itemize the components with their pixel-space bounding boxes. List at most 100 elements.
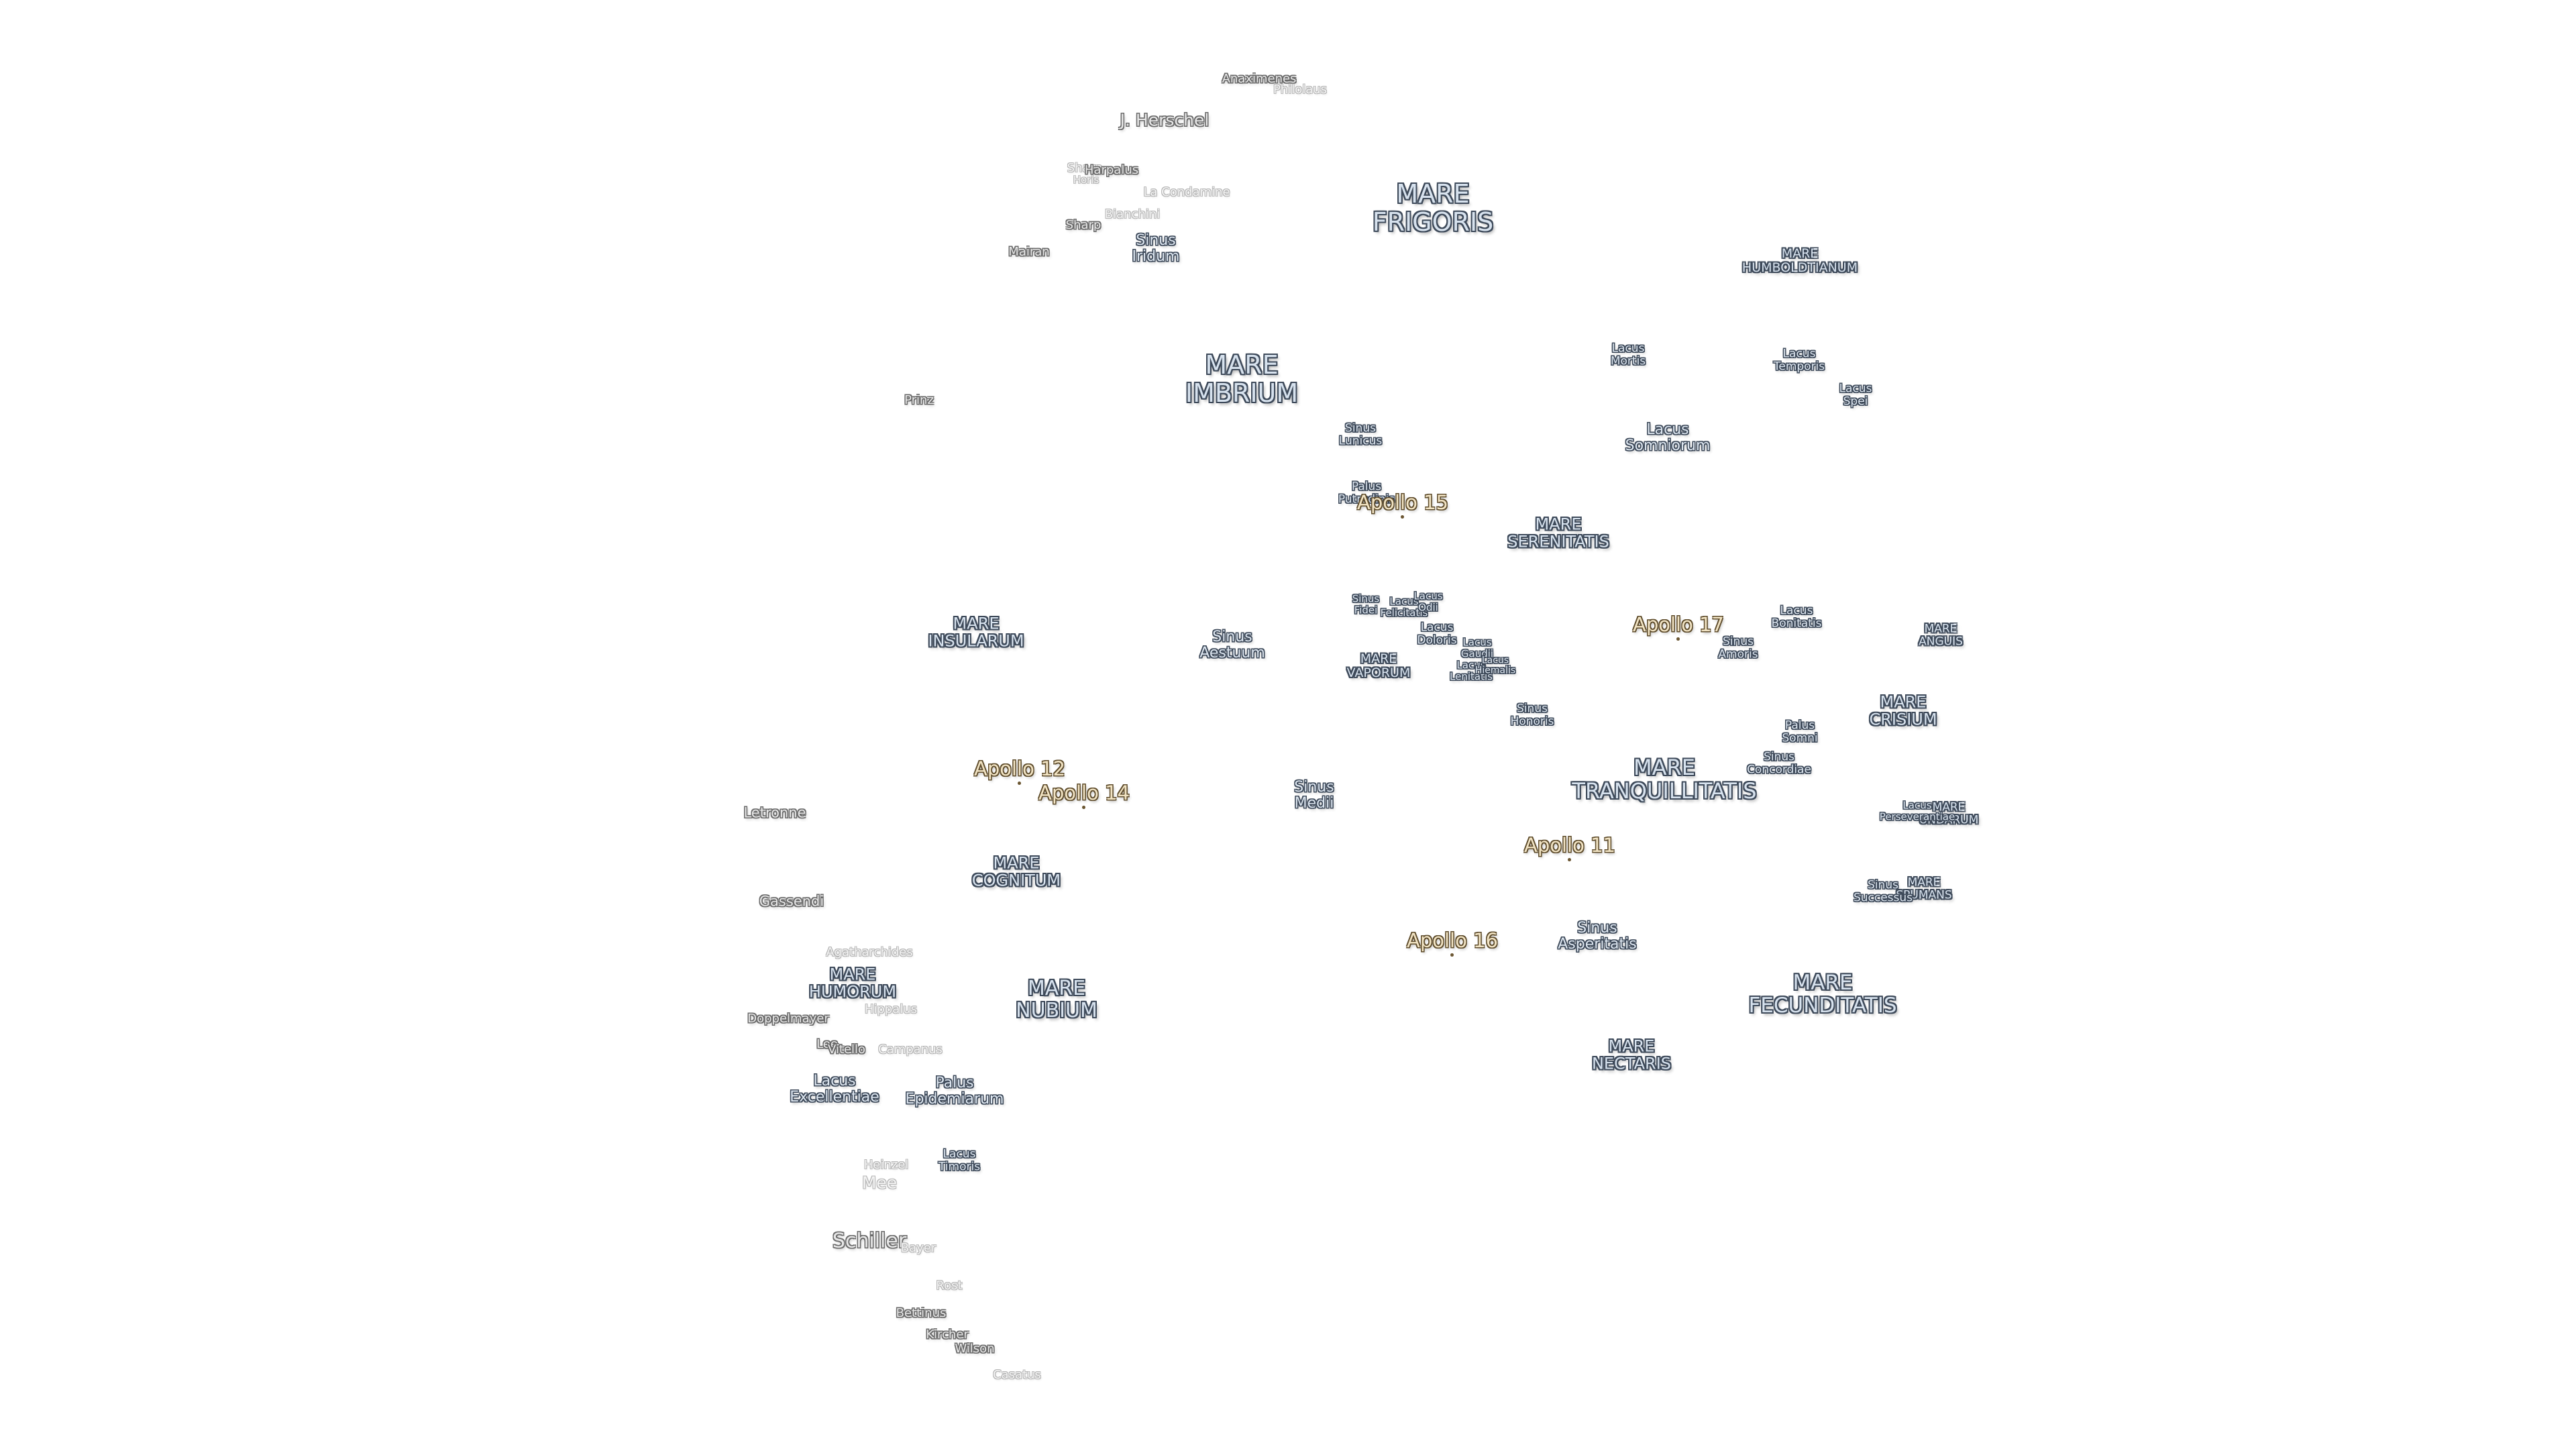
apollo-12-marker[interactable]: Apollo 12	[974, 757, 1065, 785]
crater-la-condamine-label[interactable]: La Condamine	[1143, 186, 1230, 199]
line-2: COGNITUM	[971, 871, 1061, 890]
line-1: MARE	[1880, 692, 1927, 712]
crater-heinzel-label[interactable]: Heinzel	[864, 1159, 909, 1172]
lacus-odii-label[interactable]: Lacus Odii	[1413, 590, 1442, 613]
sinus-lunicus-label[interactable]: Sinus Lunicus	[1339, 422, 1382, 447]
crater-bettinus-label[interactable]: Bettinus	[896, 1307, 947, 1320]
apollo-16-marker[interactable]: Apollo 16	[1407, 930, 1498, 957]
mare-imbrium-label[interactable]: MARE IMBRIUM	[1185, 351, 1298, 408]
crater-mairan-label[interactable]: Mairan	[1008, 246, 1049, 259]
crater-gassendi-label[interactable]: Gassendi	[759, 894, 824, 909]
line-2: HUMBOLDTIANUM	[1741, 260, 1858, 275]
lacus-felicitatis-label[interactable]: Lacus Felicitatis	[1381, 596, 1428, 619]
crater-philolaus-label[interactable]: Philolaus	[1273, 83, 1327, 97]
line-1: MARE	[1360, 651, 1397, 667]
crater-lee-label[interactable]: Lee	[816, 1038, 838, 1051]
palus-somni-label[interactable]: Palus Somni	[1782, 719, 1817, 744]
lacus-spei-label[interactable]: Lacus Spei	[1839, 382, 1872, 407]
apollo-15-marker[interactable]: Apollo 15	[1357, 492, 1448, 519]
lacus-mortis-label[interactable]: Lacus Mortis	[1611, 342, 1646, 367]
sinus-iridum-label[interactable]: Sinus Iridum	[1132, 232, 1180, 265]
crater-hippalus-label[interactable]: Hippalus	[865, 1003, 917, 1016]
mare-anguis-label[interactable]: MARE ANGUIS	[1919, 623, 1963, 647]
sinus-fidei-label[interactable]: Sinus Fidei	[1352, 593, 1380, 616]
mare-fecunditatis-label[interactable]: MARE FECUNDITATIS	[1748, 971, 1896, 1017]
crater-agatharchides-label[interactable]: Agatharchides	[826, 946, 912, 959]
crater-sharp-2-label[interactable]: Sharp	[1066, 219, 1102, 232]
sinus-successus-label[interactable]: Sinus Successus	[1854, 879, 1913, 904]
crater-kircher-label[interactable]: Kircher	[926, 1328, 969, 1342]
crater-prinz-label[interactable]: Prinz	[904, 394, 934, 407]
mare-insularum-label[interactable]: MARE INSULARUM	[928, 614, 1024, 650]
line-2: Odii	[1418, 601, 1438, 613]
crater-rost-label[interactable]: Rost	[936, 1279, 962, 1293]
sinus-honoris-label[interactable]: Sinus Honoris	[1511, 702, 1554, 727]
line-2: NUBIUM	[1016, 999, 1097, 1022]
line-2: SERENITATIS	[1507, 533, 1609, 551]
line-2: Honoris	[1510, 714, 1554, 728]
mare-crisium-label[interactable]: MARE CRISIUM	[1869, 692, 1937, 729]
crater-sharp-1-label[interactable]: Sharp	[1067, 162, 1103, 175]
lacus-somniorum-label[interactable]: Lacus Somniorum	[1625, 421, 1711, 454]
line-2: Successus	[1853, 891, 1913, 904]
lacus-lenitatis-label[interactable]: Lacus Lenitatis	[1450, 659, 1493, 682]
mare-nubium-label[interactable]: MARE NUBIUM	[1016, 977, 1097, 1022]
palus-epidemiarum-label[interactable]: Palus Epidemiarum	[906, 1075, 1004, 1108]
line-2: Concordiae	[1747, 763, 1811, 776]
lacus-gaudii-label[interactable]: Lacus Gaudii	[1461, 637, 1493, 659]
crater-campanus-label[interactable]: Campanus	[878, 1043, 943, 1057]
lacus-doloris-label[interactable]: Lacus Doloris	[1417, 621, 1456, 646]
crater-bianchini-label[interactable]: Bianchini	[1105, 208, 1161, 221]
crater-name: Schiller	[832, 1229, 907, 1253]
line-2: Excellentiae	[790, 1089, 879, 1106]
crater-mee-label[interactable]: Mee	[862, 1173, 897, 1192]
line-2: Aestuum	[1199, 645, 1265, 661]
crater-doppelmayer-label[interactable]: Doppelmayer	[747, 1012, 829, 1026]
sinus-amoris-label[interactable]: Sinus Amoris	[1718, 635, 1758, 660]
mare-tranquillitatis-label[interactable]: MARE TRANQUILLITATIS	[1572, 755, 1757, 804]
sinus-concordiae-label[interactable]: Sinus Concordiae	[1747, 751, 1811, 775]
crater-schiller-label[interactable]: Schiller	[833, 1230, 906, 1252]
mare-cognitum-label[interactable]: MARE COGNITUM	[971, 854, 1061, 890]
sinus-asperitatis-label[interactable]: Sinus Asperitatis	[1558, 920, 1636, 953]
lacus-bonitatis-label[interactable]: Lacus Bonitatis	[1772, 604, 1822, 629]
crater-j-herschel-label[interactable]: J. Herschel	[1120, 111, 1210, 129]
palus-putredinis-label[interactable]: Palus Putredinis	[1338, 480, 1395, 505]
crater-wilson-label[interactable]: Wilson	[955, 1342, 994, 1356]
mare-serenitatis-label[interactable]: MARE SERENITATIS	[1507, 515, 1609, 551]
crater-name: Campanus	[878, 1042, 943, 1057]
crater-letronne-label[interactable]: Letronne	[743, 805, 806, 820]
line-1: Lacus	[1839, 382, 1872, 396]
crater-name: Bianchini	[1104, 207, 1161, 222]
lacus-temporis-label[interactable]: Lacus Temporis	[1774, 347, 1825, 372]
apollo-17-marker[interactable]: Apollo 17	[1633, 614, 1724, 641]
apollo-14-marker[interactable]: Apollo 14	[1038, 782, 1130, 809]
crater-name: Sharp	[1065, 218, 1102, 233]
lacus-hiemalis-label[interactable]: Lacus Hiemalis	[1475, 655, 1515, 677]
crater-horis-label[interactable]: Horis	[1073, 174, 1099, 186]
crater-anaximenes-label[interactable]: Anaximenes	[1222, 72, 1297, 86]
mare-nectaris-label[interactable]: MARE NECTARIS	[1592, 1037, 1671, 1073]
line-2: TRANQUILLITATIS	[1572, 778, 1757, 804]
crater-name: La Condamine	[1143, 185, 1230, 200]
lacus-excellentiae-label[interactable]: Lacus Excellentiae	[790, 1073, 879, 1106]
mare-frigoris-label[interactable]: MARE FRIGORIS	[1373, 180, 1494, 237]
mare-humorum-label[interactable]: MARE HUMORUM	[809, 965, 896, 1001]
sinus-aestuum-label[interactable]: Sinus Aestuum	[1199, 629, 1265, 661]
crater-name: Vitello	[827, 1042, 866, 1057]
crater-bayer-label[interactable]: Bayer	[901, 1242, 936, 1255]
mare-spumans-label[interactable]: MARE SPUMANS	[1896, 876, 1951, 901]
mare-vaporum-label[interactable]: MARE VAPORUM	[1347, 652, 1411, 680]
crater-vitello-label[interactable]: Vitello	[828, 1043, 865, 1057]
crater-casatus-label[interactable]: Casatus	[993, 1368, 1041, 1382]
apollo-11-marker[interactable]: Apollo 11	[1524, 835, 1615, 861]
mare-humboldtianum-label[interactable]: MARE HUMBOLDTIANUM	[1742, 247, 1858, 275]
sinus-medii-label[interactable]: Sinus Medii	[1294, 779, 1334, 812]
lacus-timoris-label[interactable]: Lacus Timoris	[938, 1148, 980, 1173]
crater-harpalus-label[interactable]: Harpalus	[1085, 164, 1138, 177]
apollo-name: Apollo 12	[974, 757, 1065, 781]
lacus-perseverantiae-label[interactable]: Lacus Perseverantiae	[1880, 800, 1955, 822]
mare-undarum-label[interactable]: MARE UNDARUM	[1919, 801, 1979, 826]
line-1: MARE	[1781, 246, 1819, 262]
